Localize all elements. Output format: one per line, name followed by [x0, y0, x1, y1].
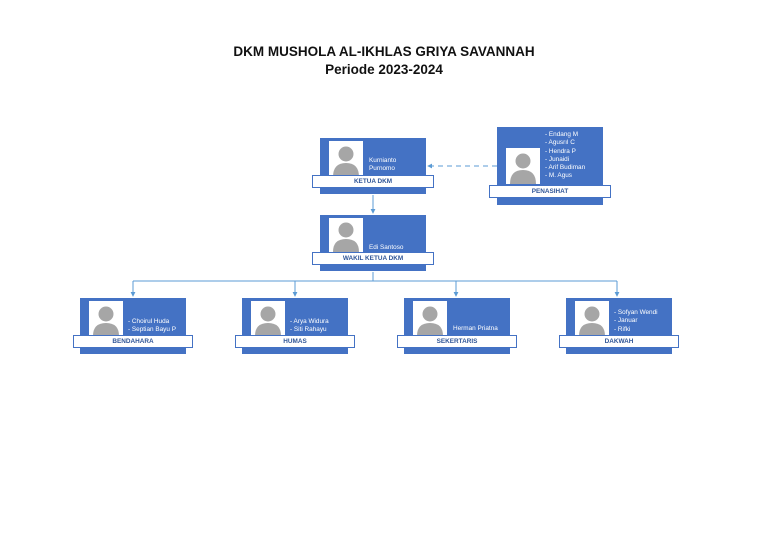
avatar-placeholder-icon	[329, 218, 363, 252]
names-ketua: Kurnianto Purnomo	[369, 157, 397, 173]
role-penasihat: PENASIHAT	[489, 185, 611, 198]
avatar-placeholder-icon	[413, 301, 447, 336]
role-sekertaris: SEKERTARIS	[397, 335, 517, 348]
avatar-placeholder-icon	[575, 301, 609, 336]
role-ketua: KETUA DKM	[312, 175, 434, 188]
role-humas: HUMAS	[235, 335, 355, 348]
names-humas: - Arya Widura - Siti Rahayu	[290, 318, 329, 334]
role-bendahara: BENDAHARA	[73, 335, 193, 348]
role-dakwah: DAKWAH	[559, 335, 679, 348]
avatar-placeholder-icon	[329, 141, 363, 177]
names-penasihat: - Endang M - Agusrıl C - Hendra P - Juna…	[545, 131, 586, 180]
avatar-placeholder-icon	[89, 301, 123, 336]
names-bendahara: - Choirul Huda - Septian Bayu P	[128, 318, 176, 334]
names-sekertaris: Herman Priatna	[453, 325, 498, 332]
avatar-placeholder-icon	[251, 301, 285, 336]
chart-period: Periode 2023-2024	[325, 62, 443, 77]
avatar-placeholder-icon	[506, 148, 540, 184]
role-wakil: WAKIL KETUA DKM	[312, 252, 434, 265]
names-dakwah: - Sofyan Wendi - Januar - Rifki	[614, 309, 658, 333]
names-wakil: Edi Santoso	[369, 244, 404, 251]
chart-title: DKM MUSHOLA AL-IKHLAS GRIYA SAVANNAH	[233, 44, 535, 59]
